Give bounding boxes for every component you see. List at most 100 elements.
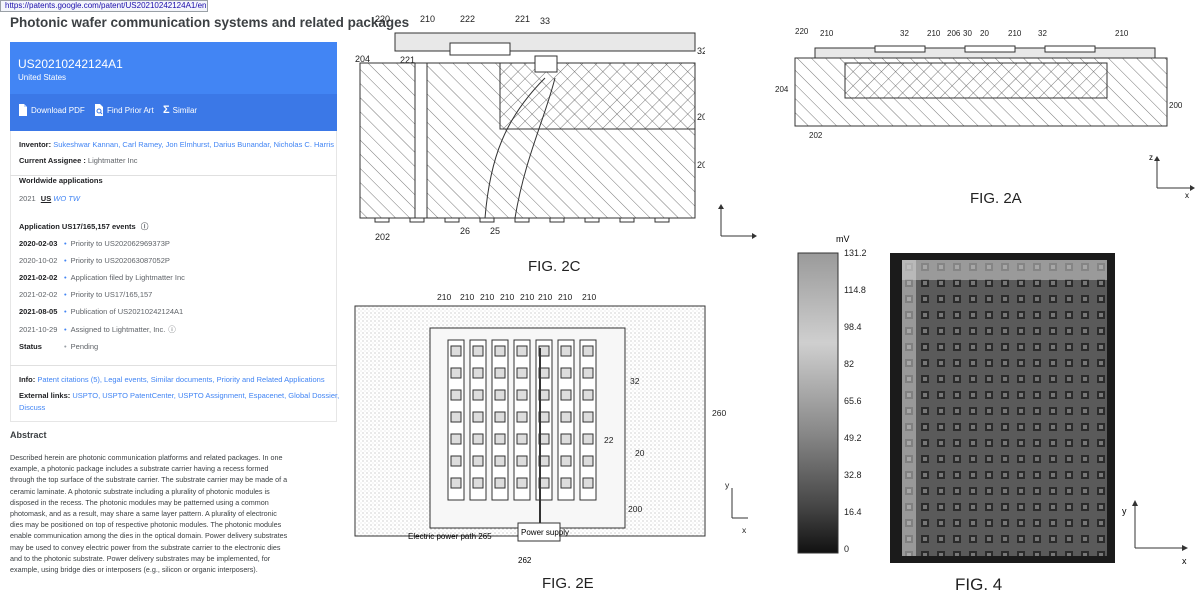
status-value: Pending: [70, 342, 99, 351]
colorbar-tick: 65.6: [844, 396, 862, 406]
ref-label: 200: [697, 160, 705, 170]
info-row: Info: Patent citations (5), Legal events…: [19, 375, 325, 384]
find-prior-art-label: Find Prior Art: [107, 105, 154, 115]
event-date: 2021-02-02: [19, 290, 58, 299]
assignee-value: Lightmatter Inc: [87, 156, 138, 165]
ref-label: 221: [515, 14, 530, 24]
power-supply-label: Power supply: [521, 528, 569, 537]
fig-4-label: FIG. 4: [955, 575, 1003, 594]
axis-2c: [718, 204, 757, 239]
ref-label: 210: [582, 292, 596, 302]
colorbar-tick: 82: [844, 359, 854, 369]
colorbar-unit: mV: [836, 234, 850, 244]
ref-label: 260: [712, 408, 726, 418]
photonic-module: [450, 477, 462, 489]
people-card: Inventor: Sukeshwar Kannan, Carl Ramey, …: [10, 131, 337, 175]
figure-2c: 220 210 222 221 33 32 204 221 20 200 202…: [355, 14, 705, 242]
events-title: Application US17/165,157 events ⓘ: [19, 221, 148, 232]
photonic-module: [516, 367, 528, 379]
ref-label: 32: [1038, 29, 1047, 38]
ref-label: 210: [1008, 29, 1022, 38]
event-text: Assigned to Lightmatter, Inc.: [70, 325, 166, 334]
colorbar-tick: 49.2: [844, 433, 862, 443]
photonic-module: [582, 345, 594, 357]
external-links[interactable]: USPTO, USPTO PatentCenter, USPTO Assignm…: [72, 391, 340, 400]
ref-label: 210: [420, 14, 435, 24]
photonic-module: [494, 389, 506, 401]
similar-button[interactable]: Σ Similar: [163, 104, 197, 116]
ref-label: 20: [980, 29, 989, 38]
event-row: 2021-02-02•Priority to US17/165,157: [19, 290, 152, 299]
sigma-icon: Σ: [163, 104, 170, 116]
ref-label: 32: [900, 29, 909, 38]
download-pdf-button[interactable]: Download PDF: [18, 104, 85, 116]
ref-label: 33: [540, 16, 550, 26]
photonic-module: [560, 477, 572, 489]
event-row: 2020-10-02•Priority to US202063087052P: [19, 256, 170, 265]
inventor-links[interactable]: Sukeshwar Kannan, Carl Ramey, Jon Elmhur…: [53, 140, 334, 149]
axis-label: y: [1122, 506, 1127, 516]
fig-2c-label: FIG. 2C: [528, 258, 581, 275]
power-supply-box: [517, 522, 561, 542]
photonic-module: [582, 455, 594, 467]
ref-label: 262: [518, 556, 532, 565]
colorbar-tick: 114.8: [844, 285, 866, 295]
photonic-substrate: [499, 62, 696, 130]
power-path-label: Electric power path 265: [408, 532, 492, 541]
similar-label: Similar: [172, 105, 198, 115]
photonic-module: [582, 477, 594, 489]
photonic-module: [494, 477, 506, 489]
event-dot: •: [64, 325, 67, 334]
abstract-text: Described herein are photonic communicat…: [10, 453, 288, 575]
url-bar[interactable]: https://patents.google.com/patent/US2021…: [0, 0, 208, 12]
photonic-module: [560, 389, 572, 401]
help-icon[interactable]: ⓘ: [140, 222, 149, 231]
external-links-row: Discuss: [19, 403, 45, 412]
ref-label: 200: [628, 504, 642, 514]
cover-layer: [394, 32, 696, 52]
photonic-module: [472, 367, 484, 379]
die-block: [449, 42, 511, 56]
ref-label: 30: [963, 29, 972, 38]
discuss-link[interactable]: Discuss: [19, 403, 46, 412]
photonic-module: [560, 455, 572, 467]
ref-label: 222: [460, 14, 475, 24]
status-row: Status•Pending: [19, 342, 98, 351]
photonic-module: [516, 433, 528, 445]
ref-label: 210: [480, 292, 494, 302]
photonic-module: [516, 411, 528, 423]
find-prior-art-button[interactable]: Find Prior Art: [94, 104, 154, 116]
photonic-module: [450, 345, 462, 357]
help-icon[interactable]: ⓘ: [168, 325, 176, 334]
photonic-module: [450, 389, 462, 401]
event-dot: •: [64, 307, 67, 316]
photonic-module: [560, 411, 572, 423]
axis-label: x: [742, 525, 747, 535]
photonic-module: [450, 455, 462, 467]
ref-label: 210: [820, 29, 834, 38]
patent-header: US20210242124A1 United States Download P…: [10, 42, 337, 131]
photonic-module: [494, 411, 506, 423]
event-text: Priority to US17/165,157: [70, 290, 153, 299]
event-row: 2020-02-03•Priority to US202062969373P: [19, 239, 170, 248]
photonic-module: [450, 433, 462, 445]
worldwide-other-links[interactable]: WO TW: [53, 194, 80, 203]
figure-2a: 220 210 32 210 206 30 20 210 32 210 204 …: [775, 27, 1183, 140]
divider: [10, 365, 337, 366]
ref-label: 210: [558, 292, 572, 302]
photonic-module: [472, 345, 484, 357]
inventor-row: Inventor: Sukeshwar Kannan, Carl Ramey, …: [19, 140, 334, 149]
status-label: Status: [19, 342, 42, 351]
photonic-module: [516, 477, 528, 489]
colorbar-tick: 0: [844, 544, 849, 554]
ref-label: 210: [538, 292, 552, 302]
inventor-label: Inventor:: [19, 140, 52, 149]
via-column: [414, 62, 428, 219]
worldwide-us-link[interactable]: US: [40, 194, 52, 203]
info-links[interactable]: Patent citations (5), Legal events, Simi…: [37, 375, 325, 384]
module-grid: [447, 339, 597, 523]
event-date: 2021-02-02: [19, 273, 58, 282]
event-date: 2020-02-03: [19, 239, 58, 248]
ref-label: 32: [697, 46, 705, 56]
fig-2e-label: FIG. 2E: [542, 575, 594, 592]
